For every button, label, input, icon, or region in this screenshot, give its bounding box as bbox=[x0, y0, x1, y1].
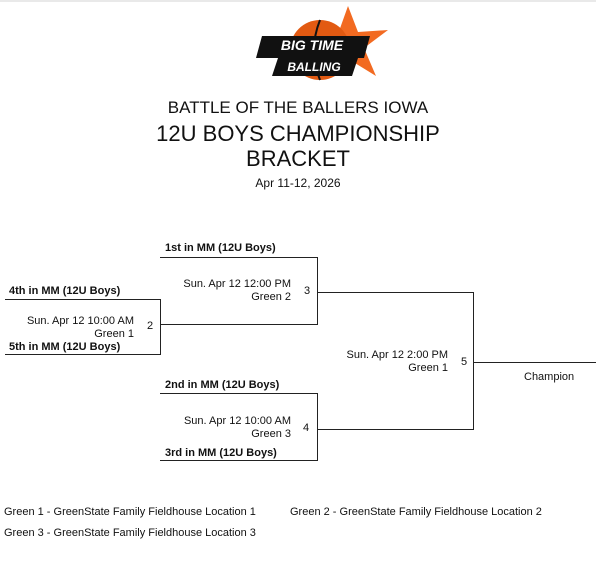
svg-text:BALLING: BALLING bbox=[287, 60, 340, 74]
game-3-number: 3 bbox=[304, 285, 311, 297]
game-5-info: Sun. Apr 12 2:00 PM Green 1 bbox=[346, 349, 448, 375]
team-2nd-mm: 2nd in MM (12U Boys) bbox=[165, 379, 280, 391]
bracket-title: 12U BOYS CHAMPIONSHIP BRACKET bbox=[0, 121, 596, 171]
game-4-info: Sun. Apr 12 10:00 AM Green 3 bbox=[184, 415, 291, 441]
bracket-title-line-1: 12U BOYS CHAMPIONSHIP bbox=[156, 121, 440, 146]
bracket-line bbox=[317, 257, 318, 325]
game-2-info: Sun. Apr 12 10:00 AM Green 1 bbox=[27, 315, 134, 341]
bracket-line bbox=[160, 257, 318, 258]
game-3-location: Green 2 bbox=[251, 291, 291, 303]
champion-label: Champion bbox=[524, 371, 575, 383]
legend-green-2: Green 2 - GreenState Family Fieldhouse L… bbox=[290, 506, 542, 518]
legend-green-3: Green 3 - GreenState Family Fieldhouse L… bbox=[4, 527, 256, 539]
game-2-time: Sun. Apr 12 10:00 AM bbox=[26, 315, 134, 327]
game-2-number: 2 bbox=[147, 320, 154, 332]
bracket-line bbox=[473, 362, 596, 363]
bracket-line bbox=[317, 393, 318, 461]
bracket-line bbox=[160, 324, 318, 325]
svg-text:BIG TIME: BIG TIME bbox=[281, 37, 344, 53]
bracket-line bbox=[317, 292, 474, 293]
team-1st-mm: 1st in MM (12U Boys) bbox=[165, 242, 276, 254]
game-5-time: Sun. Apr 12 2:00 PM bbox=[346, 349, 448, 361]
team-3rd-mm: 3rd in MM (12U Boys) bbox=[165, 447, 277, 459]
game-2-location: Green 1 bbox=[94, 328, 134, 340]
bracket-line bbox=[160, 299, 161, 355]
legend-green-1: Green 1 - GreenState Family Fieldhouse L… bbox=[4, 506, 256, 518]
top-border bbox=[0, 0, 596, 2]
game-4-time: Sun. Apr 12 10:00 AM bbox=[183, 415, 291, 427]
bracket-line bbox=[317, 429, 474, 430]
game-3-time: Sun. Apr 12 12:00 PM bbox=[183, 278, 291, 290]
bracket-line bbox=[473, 292, 474, 430]
game-4-number: 4 bbox=[303, 422, 310, 434]
team-4th-mm: 4th in MM (12U Boys) bbox=[9, 285, 121, 297]
bracket-title-line-2: BRACKET bbox=[246, 146, 350, 171]
game-4-location: Green 3 bbox=[251, 428, 291, 440]
bracket-line bbox=[160, 393, 318, 394]
bracket-line bbox=[5, 299, 161, 300]
team-5th-mm: 5th in MM (12U Boys) bbox=[9, 341, 121, 353]
bracket-line bbox=[160, 460, 318, 461]
bracket-line bbox=[5, 354, 161, 355]
event-date: Apr 11-12, 2026 bbox=[255, 176, 341, 190]
game-5-location: Green 1 bbox=[408, 362, 448, 374]
event-name: BATTLE OF THE BALLERS IOWA bbox=[167, 98, 429, 117]
big-time-balling-logo: BIG TIME BALLING bbox=[250, 6, 400, 92]
game-3-info: Sun. Apr 12 12:00 PM Green 2 bbox=[183, 278, 291, 304]
game-5-number: 5 bbox=[461, 356, 468, 368]
